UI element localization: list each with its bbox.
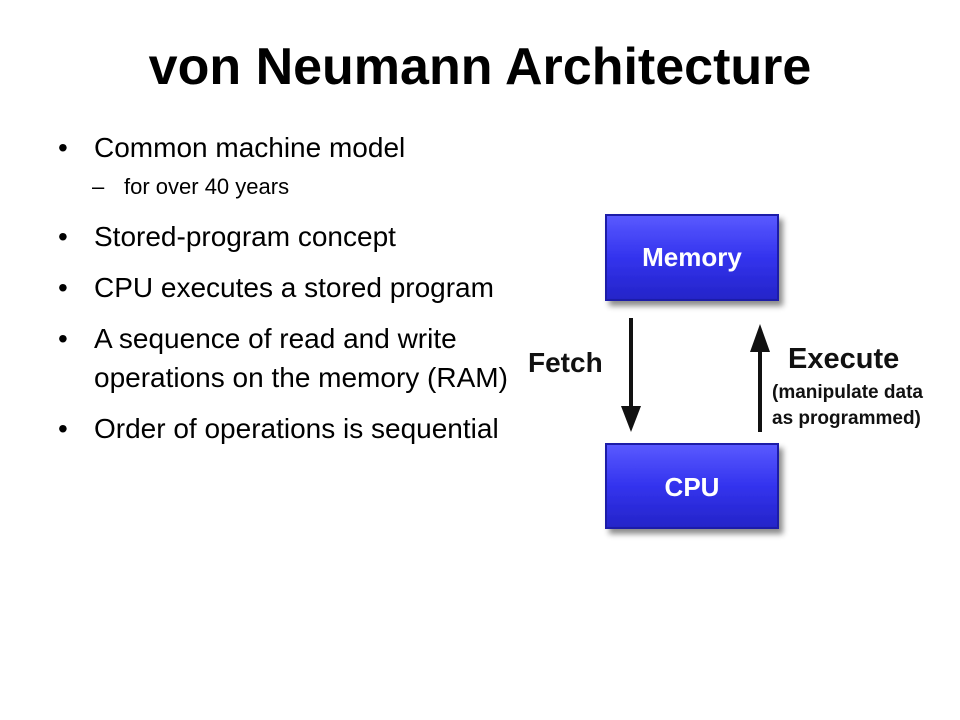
bullet-item: • A sequence of read and write operation… <box>58 319 508 397</box>
bullet-item: • CPU executes a stored program <box>58 268 508 307</box>
bullet-text: A sequence of read and write operations … <box>94 323 508 393</box>
von-neumann-diagram: Memory CPU Fetch Execute (manipulate dat… <box>520 200 940 560</box>
bullet-list: • Common machine model – for over 40 yea… <box>58 128 508 460</box>
execute-arrow-icon <box>750 324 770 432</box>
bullet-text: Order of operations is sequential <box>94 413 499 444</box>
bullet-icon: • <box>58 413 68 444</box>
bullet-icon: • <box>58 221 68 252</box>
cpu-box: CPU <box>605 443 779 529</box>
fetch-arrow-icon <box>621 318 641 432</box>
fetch-label: Fetch <box>528 347 603 378</box>
bullet-item: • Order of operations is sequential <box>58 409 508 448</box>
execute-note-line2: as programmed) <box>772 408 921 429</box>
sub-bullet-item: – for over 40 years <box>88 171 508 203</box>
sub-bullet-text: for over 40 years <box>124 174 290 199</box>
bullet-text: Stored-program concept <box>94 221 396 252</box>
execute-label: Execute <box>788 343 899 375</box>
memory-box: Memory <box>605 214 779 301</box>
dash-icon: – <box>92 174 105 199</box>
bullet-text: CPU executes a stored program <box>94 272 494 303</box>
memory-label: Memory <box>642 242 742 272</box>
cpu-label: CPU <box>665 472 720 502</box>
bullet-icon: • <box>58 323 68 354</box>
bullet-item: • Stored-program concept <box>58 217 508 256</box>
bullet-icon: • <box>58 272 68 303</box>
bullet-icon: • <box>58 132 68 163</box>
slide-title: von Neumann Architecture <box>148 38 812 96</box>
execute-note-line1: (manipulate data <box>772 382 923 403</box>
bullet-text: Common machine model <box>94 132 406 163</box>
bullet-item: • Common machine model <box>58 128 508 167</box>
